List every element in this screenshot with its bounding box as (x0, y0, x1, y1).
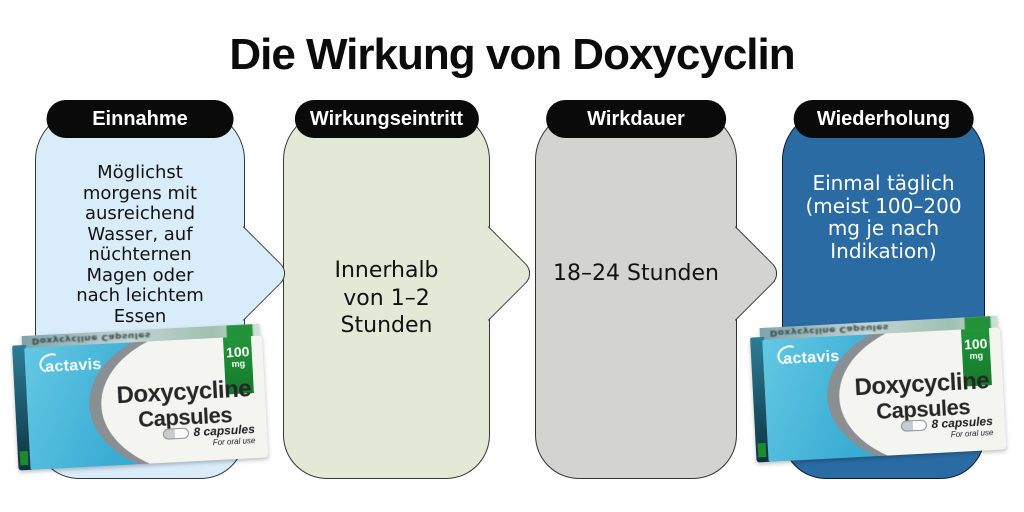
header-pill-label: Wiederholung (816, 107, 951, 130)
actavis-logo: actavis (36, 349, 102, 377)
header-pill-label: Wirkdauer (587, 107, 685, 130)
column-wirkungseintritt: Innerhalb von 1–2 Stunden Wirkungseintri… (283, 100, 536, 482)
bubble-body-text: Einmal täglich (meist 100–200 mg je nach… (805, 171, 962, 263)
page-title: Die Wirkung von Doxycyclin (229, 30, 795, 79)
actavis-logo: actavis (774, 341, 840, 369)
header-pill-wiederholung: Wiederholung (793, 100, 974, 138)
medicine-box-left: Doxycycline Capsules actavis 100 mg Doxy… (12, 323, 269, 473)
header-pill-label: Einnahme (92, 107, 188, 130)
bubble-body-text: 18–24 Stunden (553, 261, 719, 286)
speech-bubble-wirkungseintritt: Innerhalb von 1–2 Stunden (283, 110, 536, 479)
pack-info: 8 capsules For oral use (162, 422, 256, 450)
pack-info: 8 capsules For oral use (900, 414, 994, 442)
speech-bubble-wirkdauer: 18–24 Stunden (535, 110, 783, 479)
header-pill-einnahme: Einnahme (46, 100, 234, 138)
bubble-body-text: Innerhalb von 1–2 Stunden (334, 258, 439, 338)
capsule-icon (900, 419, 927, 432)
header-pill-wirkdauer: Wirkdauer (546, 100, 726, 138)
box-front-face: actavis 100 mg Doxycycline Capsules 8 ca… (762, 327, 1007, 462)
dose-value: 100 (963, 335, 988, 353)
box-front-face: actavis 100 mg Doxycycline Capsules 8 ca… (24, 335, 269, 470)
dose-value: 100 (225, 343, 250, 361)
column-wirkdauer: 18–24 Stunden Wirkdauer (535, 100, 783, 482)
medicine-box-right: Doxycycline Capsules actavis 100 mg Doxy… (750, 315, 1007, 465)
capsule-icon (162, 427, 189, 440)
header-pill-wirkungseintritt: Wirkungseintritt (294, 100, 479, 138)
bubble-body-text: Möglichst morgens mit ausreichend Wasser… (76, 162, 204, 327)
header-pill-label: Wirkungseintritt (309, 107, 464, 130)
